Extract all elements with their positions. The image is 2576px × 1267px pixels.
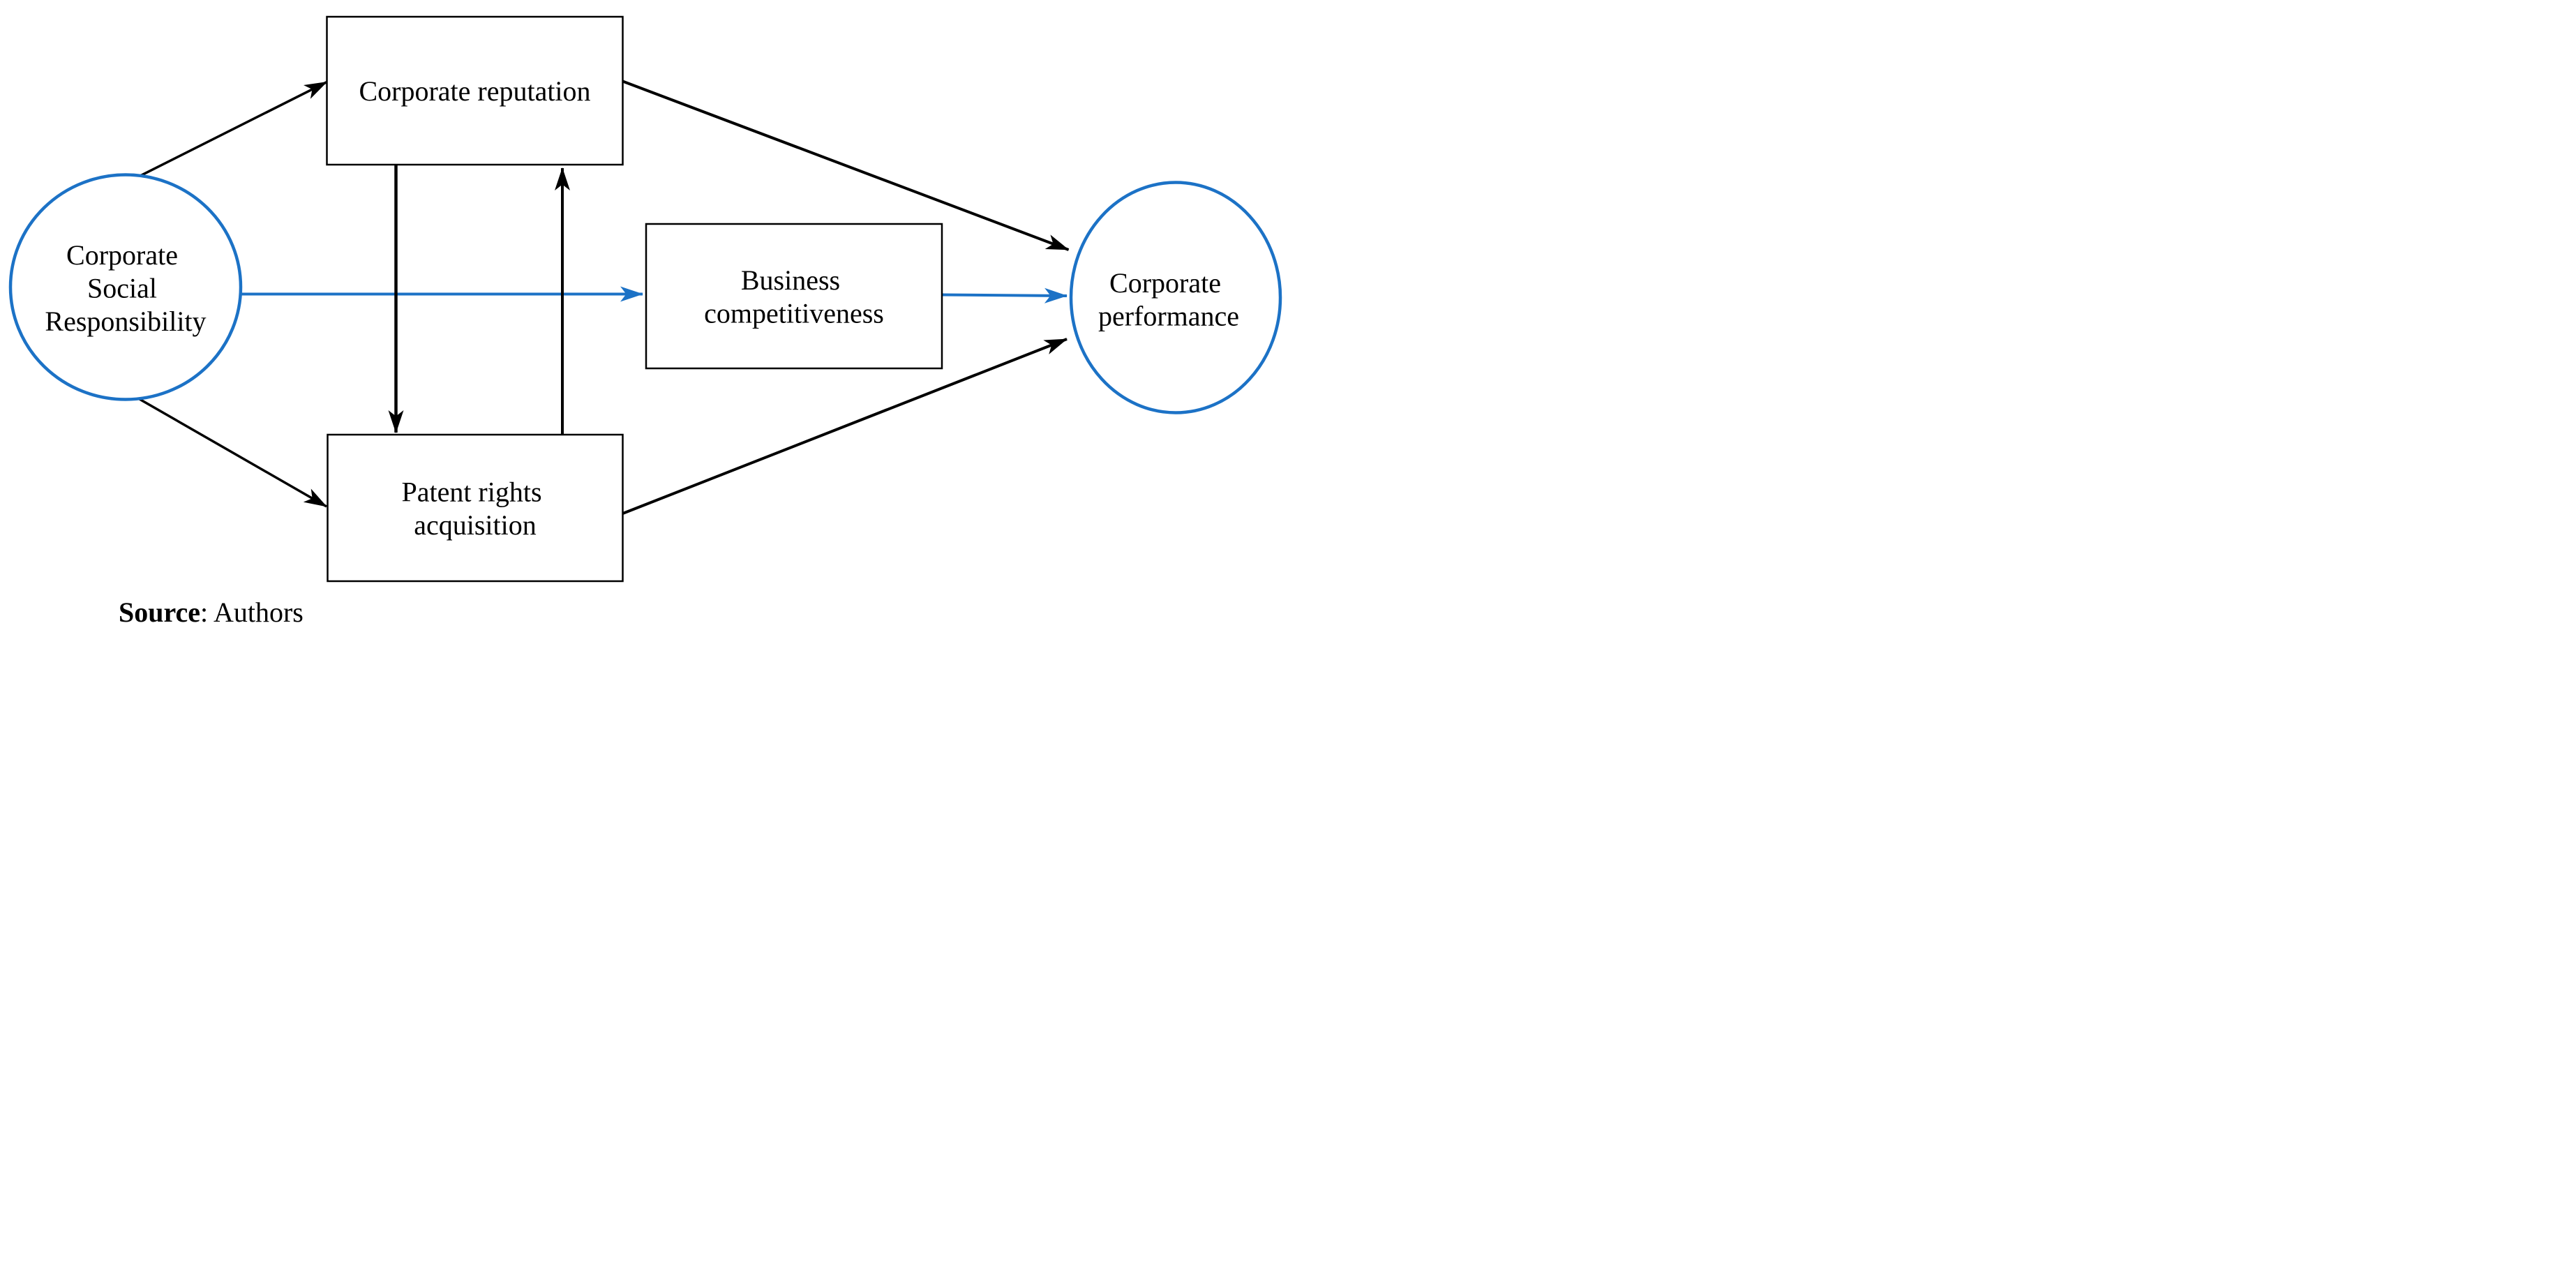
arrow-patent-to-performance — [622, 338, 1068, 515]
corporate-reputation-label: Corporate reputation — [359, 75, 590, 107]
arrow-csr-to-patent — [138, 397, 327, 508]
business-competitiveness-line2: competitiveness — [704, 298, 884, 329]
business-competitiveness-box — [645, 223, 943, 370]
source-note: Source: Authors — [119, 597, 304, 628]
arrow-csr-to-reputation — [128, 80, 328, 183]
business-competitiveness-label: Business competitiveness — [704, 264, 884, 329]
csr-label-line1: Corporate — [66, 239, 178, 271]
patent-rights-acquisition-label: Patent rights acquisition — [401, 477, 548, 541]
corporate-performance-label: Corporate performance — [1098, 267, 1239, 332]
corporate-reputation-box — [326, 15, 624, 166]
csr-label: Corporate Social Responsibility — [45, 239, 206, 337]
patent-rights-acquisition-box — [327, 433, 624, 583]
corporate-performance-line2: performance — [1098, 301, 1239, 332]
arrow-reputation-to-performance — [622, 80, 1070, 251]
patent-rights-line2: acquisition — [414, 509, 537, 541]
csr-ellipse — [8, 173, 243, 401]
concept-diagram-canvas: Corporate Social Responsibility Corporat… — [8, 15, 1282, 628]
corporate-performance-ellipse — [1069, 181, 1282, 414]
concept-model-figure: Corporate Social Responsibility Corporat… — [0, 0, 1288, 634]
source-note-rest: : Authors — [200, 597, 304, 628]
business-competitiveness-line1: Business — [741, 264, 840, 296]
csr-label-line3: Responsibility — [45, 306, 206, 337]
arrow-competitiveness-to-performance — [941, 287, 1068, 303]
patent-rights-line1: Patent rights — [401, 477, 541, 508]
source-note-bold: Source — [119, 597, 200, 628]
corporate-performance-line1: Corporate — [1109, 267, 1221, 299]
csr-label-line2: Social — [87, 273, 157, 304]
